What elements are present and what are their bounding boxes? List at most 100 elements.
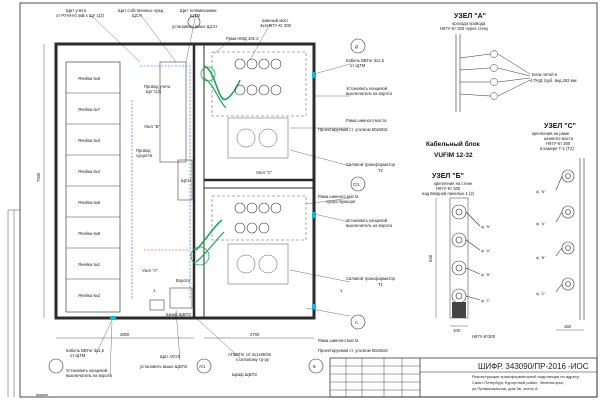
transformer-t2	[227, 117, 289, 159]
label: Щит собственных нужд	[118, 8, 164, 13]
phase-label: ф. "A"	[536, 222, 546, 226]
phase-label: ф. "C"	[536, 292, 546, 296]
floor-plan: Ячейка №5 Ячейка №7 Ячейка №3 Ячейка №4 …	[36, 13, 366, 377]
panel-shbp3	[169, 287, 193, 309]
format-label: формат	[36, 393, 49, 397]
axis-label: Д	[355, 44, 358, 49]
label: Узел "С"	[256, 170, 273, 175]
left-margin-stamp: формат	[7, 209, 49, 397]
label: Проектируемая ст. уголком 50х50х5	[318, 348, 388, 353]
panel-shsn	[177, 159, 193, 201]
cell-label: Ячейка №5	[78, 76, 101, 81]
insulator-group-bottom	[234, 202, 282, 234]
node-c-line: крепления на раме	[532, 131, 570, 136]
cable-block-name: VUFIM 12-32	[434, 152, 473, 159]
label: к силовому тр-ру	[236, 357, 270, 362]
label: Кабель ВВГнг 3х1,5	[346, 58, 385, 63]
busbar-green-bottom	[195, 219, 223, 251]
label: Установить концевой	[346, 86, 388, 91]
cable-block-title: Кабельный блок VUFIM 12-32	[426, 140, 481, 159]
phase-label: ф. "B"	[481, 273, 491, 277]
limit-switch-marker	[312, 72, 316, 78]
label: Установить концевой	[346, 218, 388, 223]
axis-label: С	[355, 320, 358, 325]
project-description: Реконструкция трансформаторной подстанци…	[472, 374, 580, 379]
node-b-note: Н97У-Кт300	[472, 334, 496, 339]
cell-label: Ячейка №8	[78, 231, 101, 236]
label: существующая	[326, 199, 355, 204]
dim-3800: 3800	[120, 332, 130, 337]
label: Провод	[136, 148, 151, 153]
phase-label: ф. "A"	[481, 249, 491, 253]
cell-label: Ячейка №7	[78, 107, 101, 112]
plan-annotations: Щит учета от РУНН-0,4кВ к ЩУ 1(2) Щит со…	[56, 8, 396, 378]
label: Проектируемая ст. уголком 50х50х5	[318, 127, 388, 132]
label: Установить концевой	[66, 368, 108, 373]
panel-shu	[159, 61, 187, 163]
node-a-subtitle: Н97У-Кт 300 через стену	[440, 26, 489, 31]
label: Щит АОУЗ	[160, 354, 181, 359]
node-a-note: Блок пятей в	[532, 72, 558, 77]
label: 4х4Н97У-Кт 300	[260, 23, 292, 28]
node-b-line: над вводной панелью 1 (2)	[422, 191, 475, 196]
label: Т2	[378, 168, 384, 173]
label: Рама шинного моста	[318, 194, 359, 199]
phase-label: ф. "B"	[536, 256, 546, 260]
label: АПвВГнг 10 3х1х95/35	[228, 352, 272, 357]
label: Шинный мост	[262, 18, 289, 23]
label: установить выше ЩСН	[172, 24, 217, 29]
label: Кабель ВВГнг 3х1,5	[66, 348, 105, 353]
node-a-marker	[190, 246, 210, 266]
node-b-title: УЗЕЛ "Б"	[432, 173, 464, 180]
label: Провод учета	[144, 84, 171, 89]
node-a-title: УЗЕЛ "А"	[454, 13, 486, 20]
label: Узел "А"	[142, 268, 158, 273]
cell-label: Ячейка №3	[78, 138, 101, 143]
node-b-line: Н97У-Кт 300	[436, 186, 461, 191]
label: выключатель на ворота	[66, 373, 113, 378]
node-a-note: 4 ПНД труб. вед.263 мм	[530, 78, 577, 83]
label: Рама НМД 101-2	[226, 36, 259, 41]
busbar-frame-bottom	[211, 195, 307, 241]
label: от РУНН-0,4кВ к ЩУ 1(2)	[56, 13, 105, 18]
label: ЩУ 1(2)	[146, 89, 162, 94]
label: Щкаф ЩБП3	[232, 372, 257, 377]
label: Щкаф ЩБП3	[166, 312, 191, 317]
label: ЩСН	[181, 178, 191, 183]
label: ЩТМ	[190, 13, 200, 18]
label: Щит телемеханики	[180, 8, 217, 13]
node-b-line: крепления на стене	[434, 181, 473, 186]
cells-column	[65, 61, 121, 313]
label: установить выше ЩБП3	[140, 364, 188, 369]
dim-2700: 2700	[250, 332, 260, 337]
label: Щит учета	[66, 8, 87, 13]
label: ЩСН	[132, 13, 142, 18]
label: Силовой трансформатор	[346, 162, 396, 167]
cell-label: Ячейка №4	[78, 169, 101, 174]
label: Рама шинного моста	[318, 338, 359, 343]
node-b-detail: УЗЕЛ "Б" крепления на стене Н97У-Кт 300 …	[422, 173, 496, 339]
node-c-title: УЗЕЛ "С"	[544, 123, 576, 130]
section-mark: 1	[153, 288, 156, 293]
node-c-detail: УЗЕЛ "С" крепления на раме шинного моста…	[532, 123, 585, 331]
cell-label: Ячейка №1	[78, 262, 101, 267]
node-b-dim: 548	[428, 254, 433, 262]
limit-switch-marker	[312, 212, 316, 218]
drawing-code: ШИФР. 343090/ПР-2016 -ИОС	[478, 362, 589, 371]
axis-label: С/1	[353, 182, 360, 187]
phase-label: ф. "N"	[481, 225, 491, 229]
label: Силовой трансформатор	[346, 276, 396, 281]
project-description: Санкт-Петербург, Курортный район, Зелено…	[472, 380, 564, 385]
node-a-detail: УЗЕЛ "А" прохода провода Н97У-Кт 300 чер…	[440, 13, 577, 112]
node-c-line: Н97У-Кт 300	[546, 141, 571, 146]
label: от ЩТМ	[350, 63, 366, 68]
label: выключатель на ворота	[346, 223, 393, 228]
cell-label: Ячейка №6	[78, 200, 101, 205]
label: Т1	[378, 282, 384, 287]
phase-label: ф. "N"	[536, 190, 546, 194]
label: существ.	[136, 153, 153, 158]
node-c-line: в камере Т-1 (Т2)	[540, 146, 574, 151]
project-description: ул.Привокзальная, дом 5в, литер А	[472, 386, 538, 391]
node-b-dim: 100	[453, 328, 461, 333]
